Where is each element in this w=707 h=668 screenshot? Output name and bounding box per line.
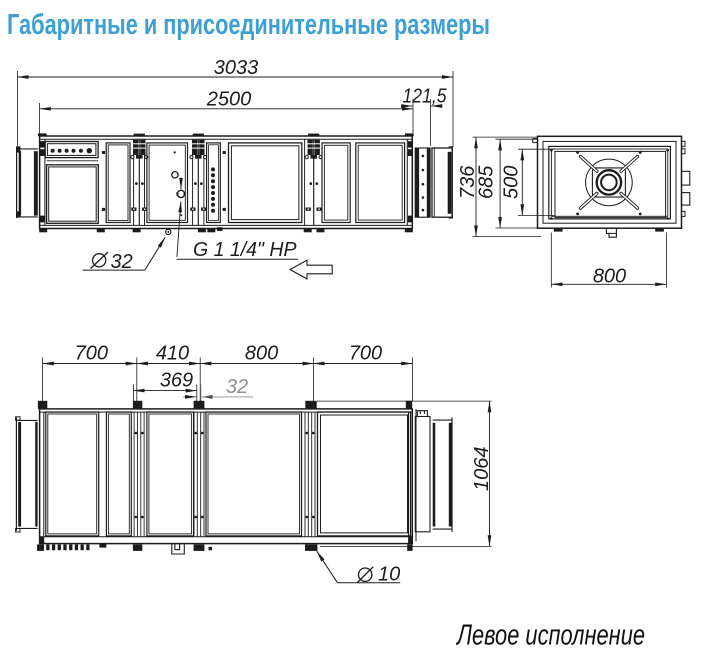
svg-text:G 1 1/4" HP: G 1 1/4" HP <box>193 238 297 261</box>
svg-text:736: 736 <box>457 165 479 199</box>
svg-text:500: 500 <box>500 166 522 199</box>
svg-text:1064: 1064 <box>471 446 493 491</box>
svg-text:32: 32 <box>111 251 133 273</box>
svg-text:800: 800 <box>593 265 626 287</box>
svg-text:700: 700 <box>75 342 108 364</box>
svg-text:10: 10 <box>378 564 400 586</box>
svg-text:3033: 3033 <box>214 57 259 79</box>
svg-text:121,5: 121,5 <box>403 85 448 107</box>
svg-text:Габаритные и присоединительные: Габаритные и присоединительные размеры <box>7 9 490 41</box>
svg-text:410: 410 <box>156 342 189 364</box>
svg-text:685: 685 <box>476 165 498 199</box>
svg-text:800: 800 <box>245 342 278 364</box>
svg-text:369: 369 <box>160 369 193 391</box>
svg-text:32: 32 <box>226 376 248 398</box>
svg-text:Левое исполнение: Левое исполнение <box>455 620 645 652</box>
svg-text:700: 700 <box>349 342 382 364</box>
svg-text:2500: 2500 <box>206 88 252 110</box>
